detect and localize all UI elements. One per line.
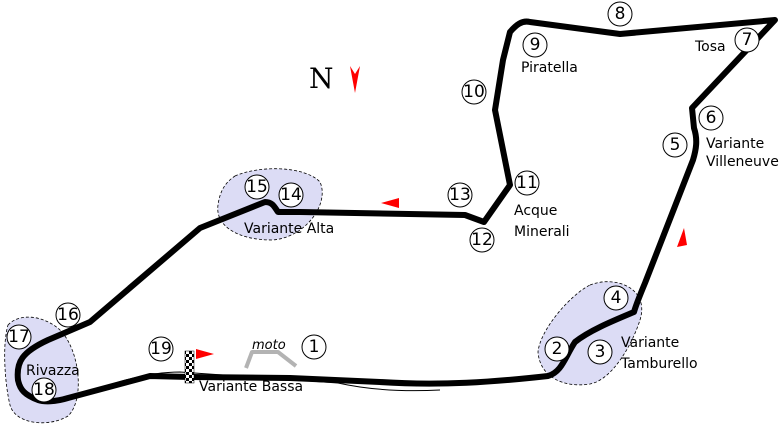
turn-marker: 5 xyxy=(662,132,688,158)
direction-arrow-icon xyxy=(381,198,399,208)
north-arrow-icon xyxy=(350,66,360,93)
svg-text:16: 16 xyxy=(57,305,79,325)
svg-text:4: 4 xyxy=(611,288,622,308)
svg-text:17: 17 xyxy=(8,327,30,347)
turn-marker: 14 xyxy=(278,182,304,208)
svg-text:18: 18 xyxy=(33,380,55,400)
turn-marker: 11 xyxy=(514,170,540,196)
turn-marker: 4 xyxy=(603,285,629,311)
svg-text:9: 9 xyxy=(530,35,541,55)
svg-text:15: 15 xyxy=(246,177,268,197)
svg-text:8: 8 xyxy=(615,4,626,24)
corner-label-variante-bassa: Variante Bassa xyxy=(199,379,303,395)
moto-label: moto xyxy=(252,338,286,353)
svg-text:10: 10 xyxy=(463,82,485,102)
svg-text:1: 1 xyxy=(309,337,320,357)
turn-marker: 1 xyxy=(301,334,327,360)
turn-marker: 3 xyxy=(587,339,613,365)
turn-marker: 8 xyxy=(607,1,633,27)
turn-marker: 2 xyxy=(544,336,570,362)
corner-label-rivazza: Rivazza xyxy=(26,363,80,379)
svg-text:6: 6 xyxy=(706,108,717,128)
turn-marker: 15 xyxy=(244,174,270,200)
race-track xyxy=(14,17,778,405)
turn-marker: 16 xyxy=(55,302,81,328)
corner-label-tosa: Tosa xyxy=(694,39,726,55)
motorcycle-chicane xyxy=(244,350,298,369)
corner-label-variante-tamburello: Variante Tamburello xyxy=(620,335,698,372)
corner-label-piratella: Piratella xyxy=(521,60,578,76)
turn-marker: 10 xyxy=(461,79,487,105)
corner-label-variante-alta: Variante Alta xyxy=(244,221,334,237)
turn-marker: 9 xyxy=(522,32,548,58)
turn-marker: 18 xyxy=(31,377,57,403)
svg-text:14: 14 xyxy=(280,185,302,205)
svg-text:5: 5 xyxy=(670,135,681,155)
svg-text:19: 19 xyxy=(150,339,172,359)
svg-text:12: 12 xyxy=(471,230,493,250)
turn-marker: 6 xyxy=(698,105,724,131)
turn-marker: 7 xyxy=(734,27,760,53)
corner-label-variante-villeneuve: Variante Villeneuve xyxy=(706,136,779,170)
corner-label-acque-minerali: Acque Minerali xyxy=(514,203,570,240)
svg-text:13: 13 xyxy=(449,185,471,205)
svg-text:2: 2 xyxy=(552,339,563,359)
turn-marker: 12 xyxy=(469,227,495,253)
turn-marker: 17 xyxy=(6,324,32,350)
turn-marker: 13 xyxy=(447,182,473,208)
direction-arrow-icon xyxy=(196,349,214,359)
svg-text:7: 7 xyxy=(742,30,753,50)
compass-north-letter: N xyxy=(309,62,334,95)
svg-text:3: 3 xyxy=(595,342,606,362)
direction-arrow-icon xyxy=(677,228,687,247)
start-finish-line xyxy=(184,350,195,384)
svg-text:11: 11 xyxy=(516,173,538,193)
turn-marker: 19 xyxy=(148,336,174,362)
